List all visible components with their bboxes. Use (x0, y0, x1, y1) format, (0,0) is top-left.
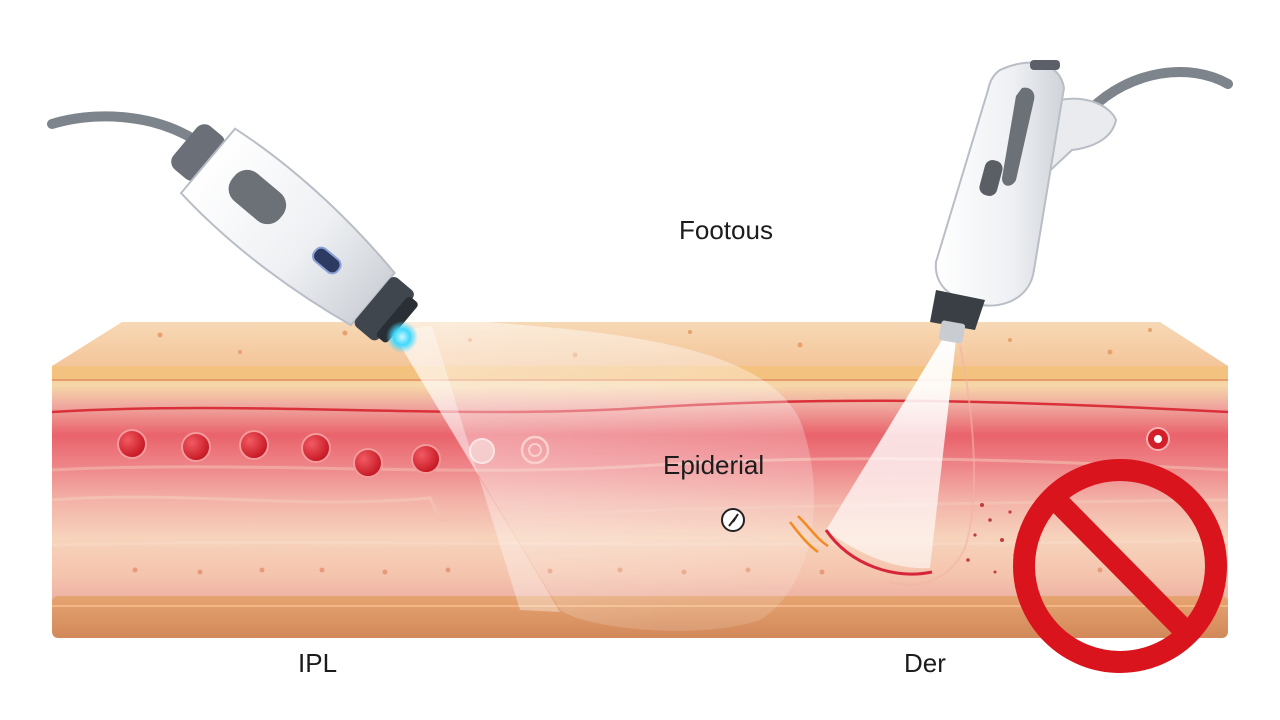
prohibited-sign-icon (1013, 459, 1227, 673)
vessel (411, 444, 441, 474)
label-top: Footous (679, 215, 773, 245)
vessel (301, 433, 331, 463)
ipl-light-beam (400, 318, 815, 631)
label-left-device: IPL (298, 648, 338, 678)
laser-handpiece-icon (930, 60, 1233, 344)
vessel (181, 432, 211, 462)
vessel (239, 430, 269, 460)
vessel (117, 429, 147, 459)
label-right-device: Der (904, 648, 946, 678)
laser-heat-curve (824, 529, 933, 576)
ipl-glow (386, 321, 418, 353)
laser-body (934, 61, 1066, 307)
circled-symbol-icon (721, 508, 745, 532)
label-middle-layer: Epiderial (663, 450, 765, 480)
ipl-handpiece-icon (47, 111, 418, 353)
vessel (353, 448, 383, 478)
laser-cable (1085, 67, 1233, 115)
heat-marks (789, 515, 829, 554)
laser-beam-cone (826, 340, 956, 569)
ipl-cable (47, 111, 200, 145)
